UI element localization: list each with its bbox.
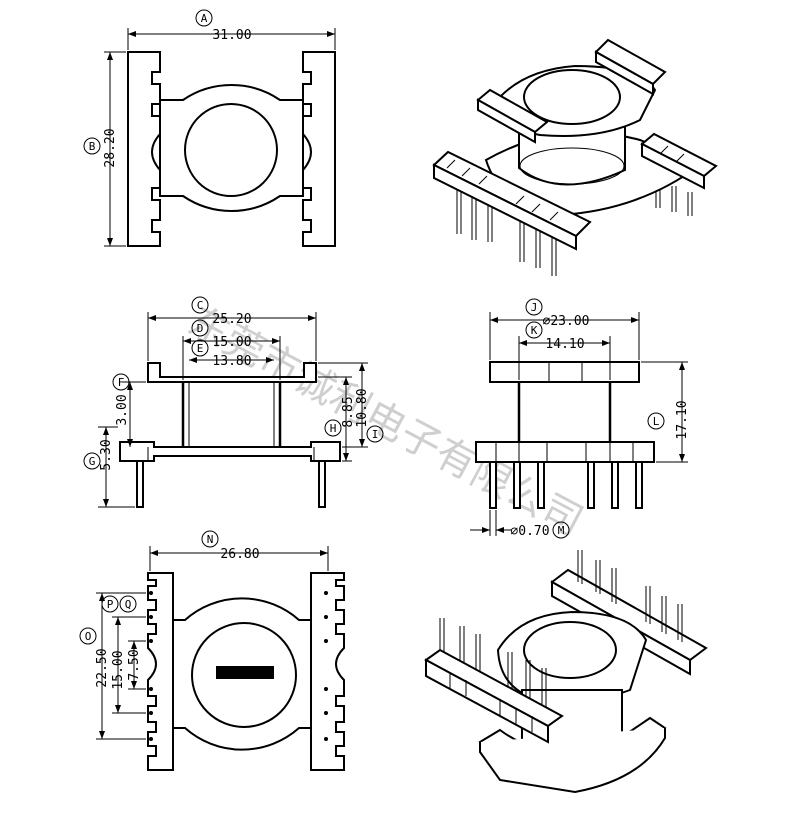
dim-H-value: 8.85 [341, 396, 356, 427]
dim-G-letter: G [89, 455, 96, 468]
dim-O-letter: O [85, 630, 92, 643]
dim-G-value: 5.30 [99, 439, 114, 470]
dim-Q-value: 7.50 [127, 649, 142, 680]
top-view: A 31.00 B 28.20 [83, 9, 336, 247]
bottom-view: N 26.80 O 22.50 P 15.00 Q 7.50 [79, 530, 345, 771]
core-slot [216, 666, 274, 679]
dim-H-letter: H [330, 422, 337, 435]
isometric-view-bottom [424, 550, 708, 794]
dim-D-value: 15.00 [212, 335, 251, 350]
dim-C-letter: C [197, 299, 204, 312]
dim-J-value: ⌀23.00 [543, 314, 590, 329]
dim-M-letter: M [558, 524, 565, 537]
side-view: C 25.20 D 15.00 E 13.80 F 3.00 G 5.30 [83, 296, 384, 508]
dim-J-letter: J [531, 301, 538, 314]
dim-E-value: 13.80 [212, 354, 251, 369]
dim-M-value: ⌀0.70 [510, 524, 549, 539]
dim-A-letter: A [201, 12, 208, 25]
dim-P-value: 15.00 [111, 650, 126, 689]
front-view: J ⌀23.00 K 14.10 L 17.10 ⌀0.70 M [470, 298, 690, 539]
dim-A-marker [195, 9, 213, 27]
dim-C-value: 25.20 [212, 312, 251, 327]
top-view-right-rail [302, 51, 336, 247]
dim-B-value: 28.20 [103, 128, 118, 167]
top-view-left-rail [127, 51, 161, 247]
dim-I-value: 10.80 [355, 388, 370, 427]
dim-O-value: 22.50 [95, 648, 110, 687]
dim-Q-letter: Q [125, 598, 132, 611]
dim-A-value: 31.00 [212, 28, 251, 43]
dim-K-value: 14.10 [545, 337, 584, 352]
dim-B-marker [83, 137, 101, 155]
dim-D-letter: D [197, 322, 204, 335]
dim-P-letter: P [107, 598, 114, 611]
dim-L-letter: L [653, 415, 660, 428]
dim-L-value: 17.10 [675, 400, 690, 439]
isometric-view-top [432, 38, 718, 276]
dim-E-letter: E [197, 342, 204, 355]
dim-K-letter: K [531, 324, 538, 337]
dim-N-value: 26.80 [220, 547, 259, 562]
top-view-core-hole [184, 103, 278, 197]
dim-B-letter: B [89, 140, 96, 153]
dim-F-value: 3.00 [115, 394, 130, 425]
dim-I-letter: I [372, 428, 379, 441]
dim-F-letter: F [118, 376, 125, 389]
dim-N-letter: N [207, 533, 214, 546]
